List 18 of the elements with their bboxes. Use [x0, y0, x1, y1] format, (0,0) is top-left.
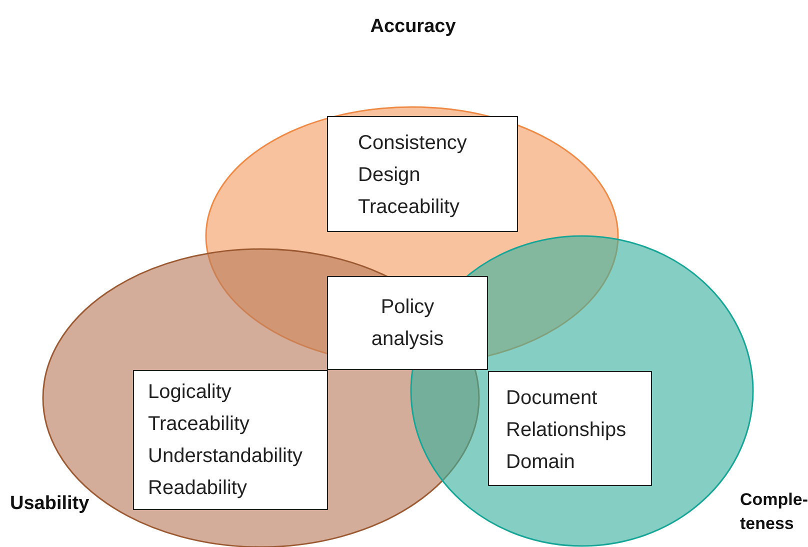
- item-text: Traceability: [148, 412, 251, 437]
- set-heading: Comple-teness: [740, 489, 806, 535]
- item-text: Domain: [506, 450, 576, 475]
- item-text: Traceability: [358, 195, 461, 220]
- text-box: [488, 371, 652, 486]
- text-box: [133, 370, 328, 510]
- item-text: Understandability: [148, 444, 304, 469]
- text-box: [327, 276, 488, 370]
- item-text: Design: [358, 163, 422, 188]
- set-heading: Accuracy: [369, 15, 457, 39]
- item-text: Consistency: [358, 131, 468, 156]
- set-heading: Usability: [10, 492, 90, 516]
- item-text: Logicality: [148, 380, 232, 405]
- item-text: Policy analysis: [370, 295, 445, 352]
- item-text: Document: [506, 386, 598, 411]
- item-text: Readability: [148, 476, 248, 501]
- item-text: Relationships: [506, 418, 628, 443]
- text-box: [327, 116, 518, 232]
